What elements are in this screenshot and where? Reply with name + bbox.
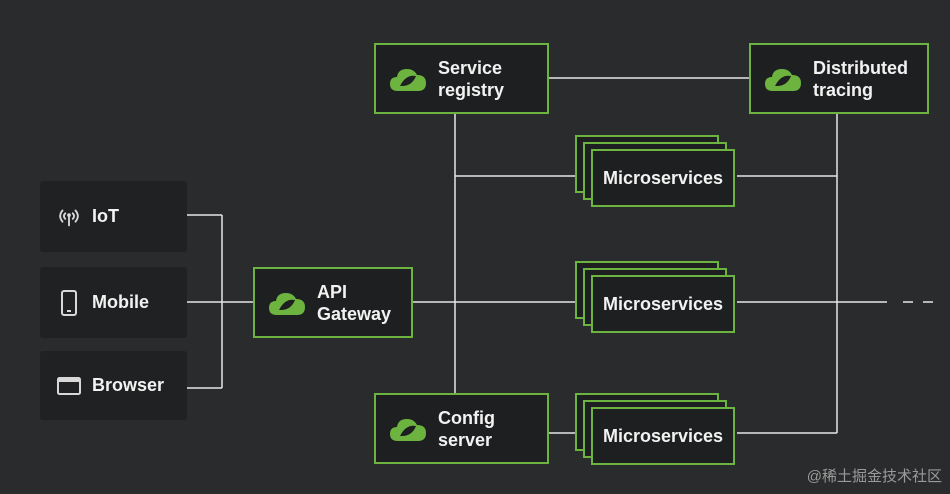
spring-cloud-icon — [269, 292, 305, 315]
mobile-phone-icon — [56, 289, 82, 316]
microservices-label: Microservices — [602, 293, 724, 314]
distributed-tracing-label: Distributed tracing — [813, 57, 909, 100]
config-server-box: Config server — [374, 393, 549, 464]
client-label: IoT — [92, 206, 119, 226]
microservices-label: Microservices — [602, 425, 724, 446]
watermark: @稀土掘金技术社区 — [806, 468, 942, 485]
client-mobile: Mobile — [40, 267, 187, 338]
distributed-tracing-box: Distributed tracing — [749, 43, 929, 114]
microservices-stack-bottom: Microservices — [575, 393, 737, 465]
api-gateway-box: API Gateway — [253, 267, 413, 338]
microservices-stack-middle: Microservices — [575, 261, 737, 333]
api-gateway-label: API Gateway — [317, 281, 392, 324]
spring-cloud-icon — [765, 68, 801, 91]
iot-signal-icon — [56, 204, 82, 230]
client-label: Browser — [92, 375, 165, 395]
browser-window-icon — [56, 373, 82, 399]
client-label: Mobile — [92, 292, 149, 312]
service-registry-label: Service registry — [438, 57, 505, 100]
service-registry-box: Service registry — [374, 43, 549, 114]
microservices-label: Microservices — [602, 167, 724, 188]
client-iot: IoT — [40, 181, 187, 252]
spring-cloud-icon — [390, 68, 426, 91]
config-server-label: Config server — [438, 407, 495, 450]
microservices-stack-top: Microservices — [575, 135, 737, 207]
spring-cloud-icon — [390, 418, 426, 441]
client-browser: Browser — [40, 351, 187, 420]
